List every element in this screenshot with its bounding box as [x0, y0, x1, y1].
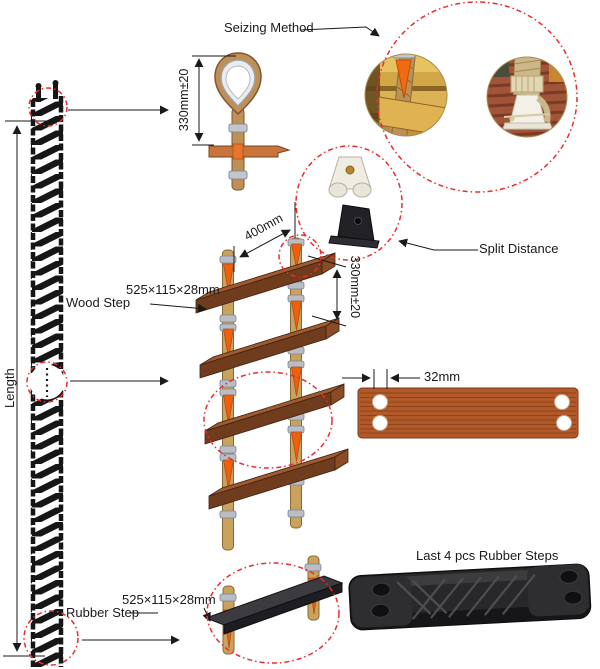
- detail-connector-arrows: [68, 105, 180, 645]
- chock-black: [328, 204, 380, 249]
- width-dimension-400: [233, 202, 296, 272]
- rubber-step-holes: [370, 569, 583, 618]
- rope-ladder-silhouette: [29, 80, 65, 667]
- seizing-method-label: Seizing Method: [224, 20, 314, 35]
- length-dimension: [3, 120, 48, 657]
- spacing-dimension-330: [307, 255, 347, 327]
- split-distance-leader: [398, 238, 478, 251]
- seizing-photo-right-rim: [486, 56, 568, 138]
- seizing-photo-left-rim: [364, 53, 448, 137]
- rope-holes: [372, 394, 572, 431]
- chock-white: [328, 156, 372, 198]
- rubber-step-label: Rubber Step: [66, 605, 139, 620]
- label-leaders: [129, 303, 211, 622]
- seizing-photo-right: [487, 57, 567, 137]
- last-rubber-steps-label: Last 4 pcs Rubber Steps: [416, 548, 559, 563]
- wood-steps: [195, 252, 349, 510]
- wood-ladder-detail: [195, 237, 349, 551]
- rubber-step-photo: [348, 563, 592, 631]
- seizing-dimension: [192, 55, 236, 146]
- length-label: Length: [1, 368, 17, 409]
- step-wedges: [223, 243, 302, 490]
- highlight-circles: [23, 1, 578, 666]
- wood-step-top-view: [357, 387, 579, 439]
- seizing-method-leader: [299, 26, 380, 37]
- seizing-figure: [208, 52, 291, 191]
- hole-spacing-dimension-32: [342, 369, 420, 389]
- rubber-step-size-label: 525×115×28mm: [122, 592, 216, 607]
- rubber-step-detail: [204, 555, 344, 655]
- step-spacing-dimension-label: 330mm±20: [347, 255, 362, 319]
- wood-step-size-label: 525×115×28mm: [126, 282, 220, 297]
- hole-spacing-label: 32mm: [424, 369, 461, 384]
- step-grooves: [360, 392, 576, 434]
- wood-step-label: Wood Step: [66, 295, 131, 310]
- seizing-dimension-label: 330mm±20: [177, 68, 192, 132]
- split-distance-label: Split Distance: [479, 241, 559, 256]
- tread-grooves: [396, 573, 536, 620]
